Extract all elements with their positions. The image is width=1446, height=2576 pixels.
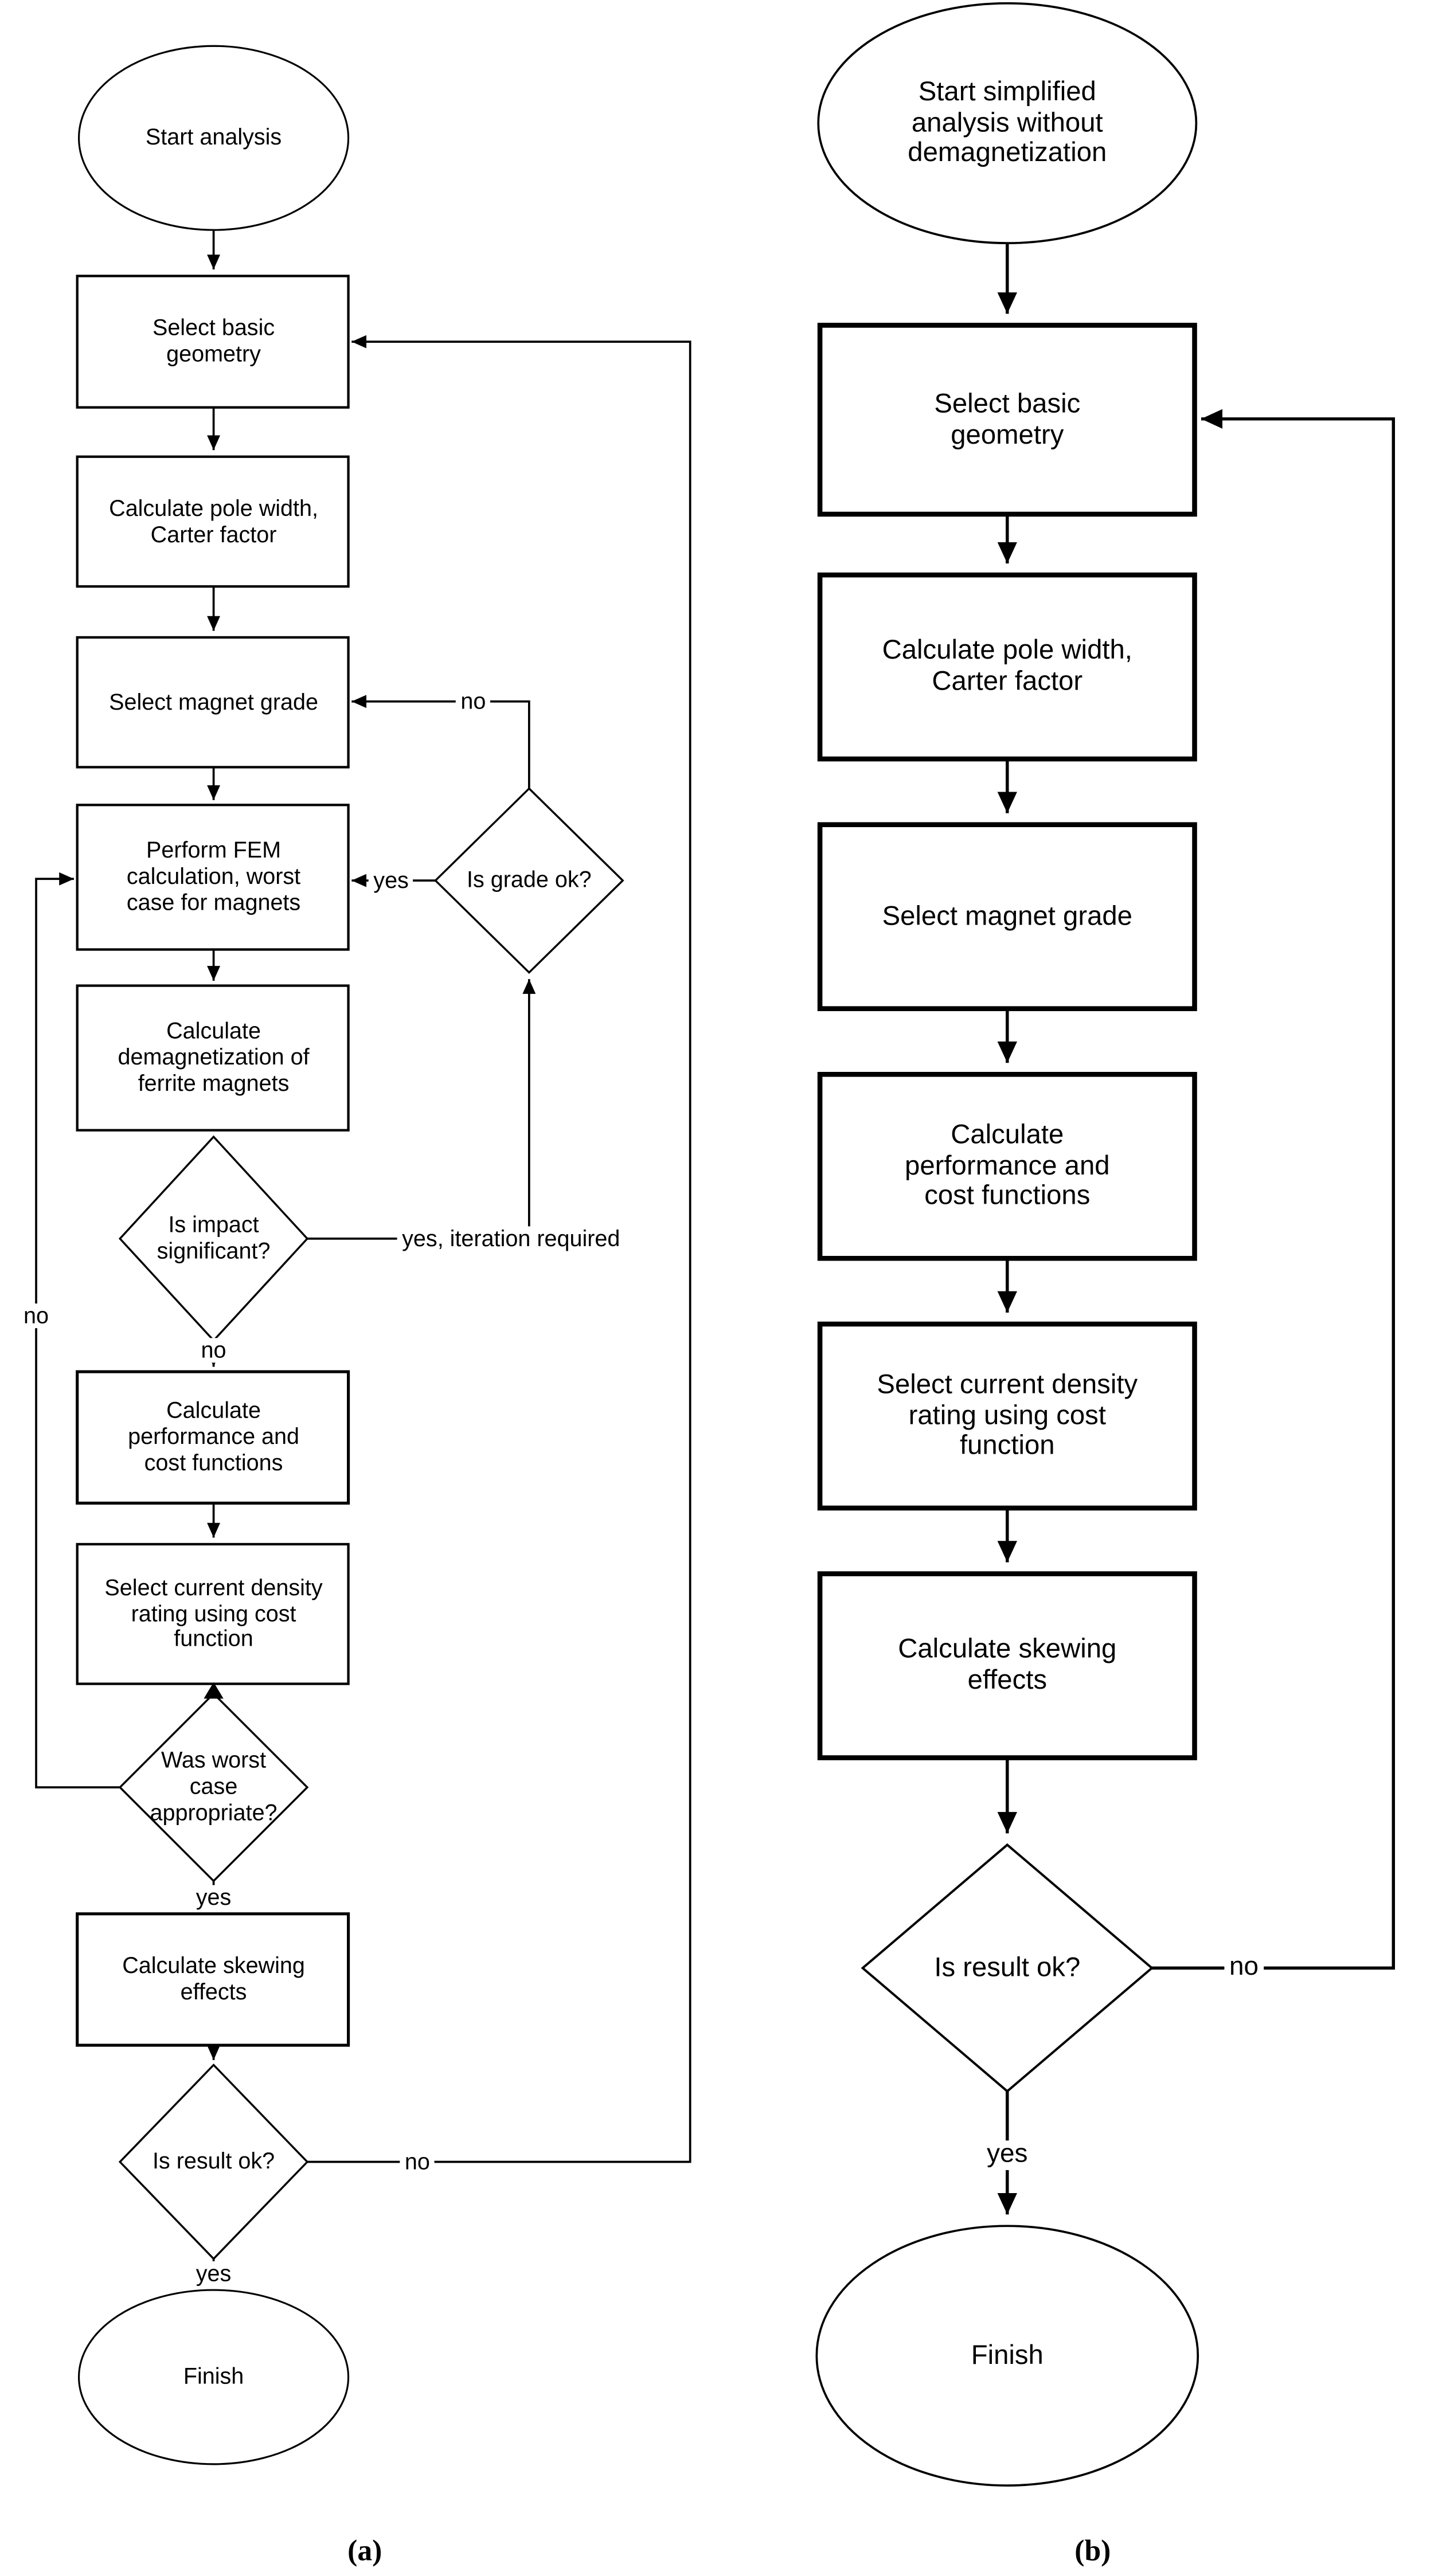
node-b-skewing: Calculate skewing effects: [898, 1635, 1117, 1696]
decision-shape-a-grade-ok: [434, 787, 624, 974]
node-b-magnet-grade: Select magnet grade: [882, 901, 1132, 931]
edge-label-b-result-no: no: [1224, 1953, 1264, 1983]
node-a-skewing: Calculate skewing effects: [122, 1953, 305, 2005]
node-a-worst-case: Was worst case appropriate?: [150, 1748, 278, 1825]
edge-label-a-impact-no: no: [196, 1338, 232, 1363]
node-a-select-geometry: Select basic geometry: [152, 316, 275, 367]
edge-label-b-result-yes: yes: [982, 2140, 1033, 2170]
edge-a-worstcase-no-loop: [35, 872, 120, 1788]
process-shape-a-demag: [76, 984, 350, 1132]
edge-a-result-no-loop: [307, 335, 691, 2163]
decision-shape-a-result-ok: [118, 2063, 309, 2261]
edge-label-a-worst-yes: yes: [191, 1885, 236, 1910]
caption-a: (a): [347, 2534, 382, 2567]
node-b-start: Start simplified analysis without demagn…: [908, 77, 1107, 169]
node-a-impact: Is impact significant?: [157, 1212, 271, 1263]
node-a-finish: Finish: [183, 2364, 244, 2389]
terminator-shape-b-finish: [815, 2225, 1199, 2487]
edge-b-result-no-loop: [1152, 409, 1396, 1970]
caption-b: (b): [1074, 2534, 1111, 2567]
node-b-pole-width: Calculate pole width, Carter factor: [882, 636, 1132, 697]
node-b-current-density: Select current density rating using cost…: [877, 1369, 1138, 1461]
edge-label-a-worst-no: no: [18, 1303, 54, 1329]
node-a-result-ok: Is result ok?: [152, 2149, 275, 2174]
arrowhead-a-density-junction: [204, 1682, 224, 1699]
decision-shape-b-result-ok: [861, 1843, 1154, 2093]
edge-label-a-grade-yes: yes: [368, 868, 414, 893]
process-shape-a-magnet-grade: [76, 636, 350, 769]
terminator-shape-a-finish: [77, 2289, 350, 2465]
edge-label-a-grade-no: no: [455, 689, 491, 714]
node-a-grade-ok: Is grade ok?: [467, 867, 592, 892]
edge-label-a-result-yes: yes: [191, 2261, 236, 2286]
node-b-finish: Finish: [971, 2340, 1044, 2370]
node-a-current-density: Select current density rating using cost…: [104, 1575, 323, 1652]
terminator-shape-b-start: [817, 2, 1198, 245]
node-a-start: Start analysis: [145, 125, 282, 150]
decision-shape-a-worst-case: [118, 1692, 309, 1882]
node-a-demag: Calculate demagnetization of ferrite mag…: [118, 1019, 310, 1096]
edge-label-a-iteration: yes, iteration required: [397, 1226, 626, 1251]
terminator-shape-a-start: [77, 45, 350, 231]
node-b-select-geometry: Select basic geometry: [934, 389, 1081, 449]
node-a-fem: Perform FEM calculation, worst case for …: [126, 838, 301, 915]
node-a-pole-width: Calculate pole width, Carter factor: [109, 495, 319, 546]
node-b-performance: Calculate performance and cost functions: [905, 1119, 1110, 1212]
node-a-performance: Calculate performance and cost functions: [128, 1399, 300, 1475]
process-shape-b-select-geometry: [817, 323, 1197, 517]
node-b-result-ok: Is result ok?: [934, 1952, 1081, 1982]
process-shape-b-current-density: [817, 1321, 1197, 1511]
edge-a-grade-no-loop: [351, 695, 530, 789]
edge-a-iteration-loop: [307, 979, 536, 1240]
edge-label-a-result-no: no: [400, 2150, 435, 2175]
node-a-magnet-grade: Select magnet grade: [109, 689, 319, 714]
